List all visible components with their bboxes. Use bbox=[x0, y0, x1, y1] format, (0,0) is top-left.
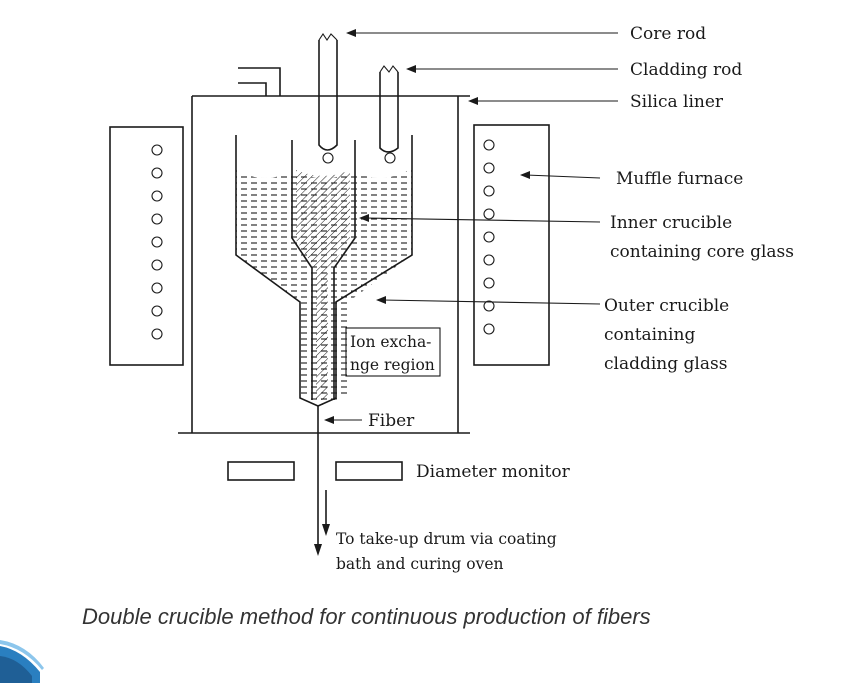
label-outer-crucible-line1: Outer crucible bbox=[604, 296, 729, 316]
label-outer-crucible-line2: containing bbox=[604, 325, 695, 345]
label-take-up-line2: bath and curing oven bbox=[336, 555, 503, 573]
label-inner-crucible-line1: Inner crucible bbox=[610, 213, 732, 233]
label-cladding-rod: Cladding rod bbox=[630, 60, 742, 80]
leader-lines bbox=[324, 29, 618, 424]
label-ion-exchange-line1: Ion excha- bbox=[350, 333, 431, 351]
label-inner-crucible-line2: containing core glass bbox=[610, 242, 794, 262]
left-furnace-block bbox=[109, 126, 184, 366]
inner-crucible bbox=[291, 140, 356, 400]
label-core-rod: Core rod bbox=[630, 24, 706, 44]
label-diameter-monitor: Diameter monitor bbox=[416, 462, 571, 482]
fiber-path bbox=[314, 406, 330, 556]
label-take-up-line1: To take-up drum via coating bbox=[336, 530, 557, 548]
label-outer-crucible-line3: cladding glass bbox=[604, 354, 727, 374]
corner-decoration bbox=[0, 640, 44, 683]
diameter-monitor-boxes bbox=[227, 461, 403, 481]
label-silica-liner: Silica liner bbox=[630, 92, 724, 112]
label-ion-exchange-line2: nge region bbox=[350, 356, 435, 374]
ion-exchange-box bbox=[345, 327, 441, 377]
cladding-rod bbox=[379, 65, 399, 164]
figure-caption: Double crucible method for continuous pr… bbox=[82, 604, 651, 629]
label-fiber: Fiber bbox=[368, 411, 415, 431]
label-muffle-furnace: Muffle furnace bbox=[616, 169, 743, 189]
core-rod bbox=[318, 33, 338, 164]
double-crucible-diagram: Core rod Cladding rod Silica liner Muffl… bbox=[109, 24, 794, 573]
silica-liner bbox=[178, 67, 470, 434]
right-furnace-block bbox=[473, 124, 550, 366]
